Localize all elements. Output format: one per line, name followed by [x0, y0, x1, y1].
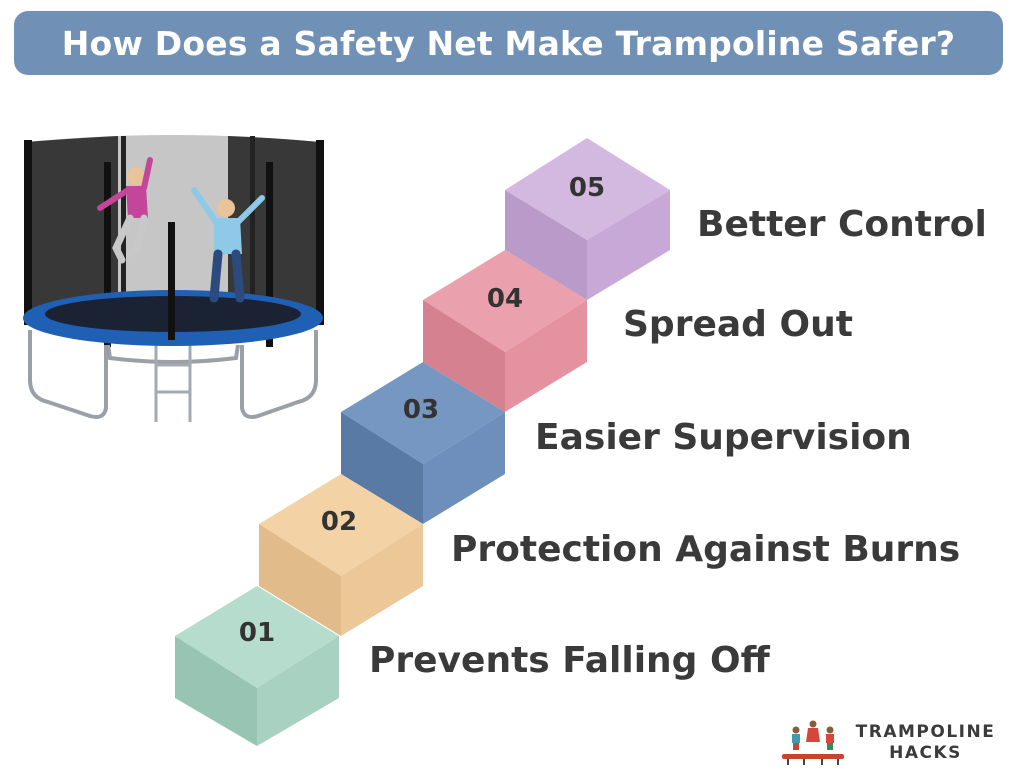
step-cube-02 [259, 474, 423, 636]
step-label-02: Protection Against Burns [451, 529, 961, 570]
step-number-04: 04 [486, 284, 524, 314]
brand-name: TRAMPOLINE HACKS [848, 722, 1003, 764]
brand-logo: TRAMPOLINE HACKS [780, 718, 1010, 766]
step-cube-05 [505, 138, 670, 300]
step-number-05: 05 [568, 173, 606, 203]
step-cube-03 [341, 362, 505, 524]
step-cube-01 [175, 586, 339, 746]
brand-line-2: HACKS [889, 743, 962, 763]
page-title: How Does a Safety Net Make Trampoline Sa… [61, 23, 956, 63]
step-label-05: Better Control [697, 204, 987, 245]
brand-line-1: TRAMPOLINE [855, 722, 996, 742]
step-label-03: Easier Supervision [535, 417, 912, 458]
kids-trampoline-logo-icon [782, 720, 844, 765]
step-label-01: Prevents Falling Off [369, 640, 770, 681]
step-cube-04 [423, 250, 587, 412]
trampoline-illustration [23, 135, 324, 422]
step-number-03: 03 [402, 395, 440, 425]
step-label-04: Spread Out [623, 304, 853, 345]
step-number-01: 01 [238, 618, 276, 648]
step-number-02: 02 [320, 507, 358, 537]
title-banner: How Does a Safety Net Make Trampoline Sa… [14, 11, 1003, 75]
